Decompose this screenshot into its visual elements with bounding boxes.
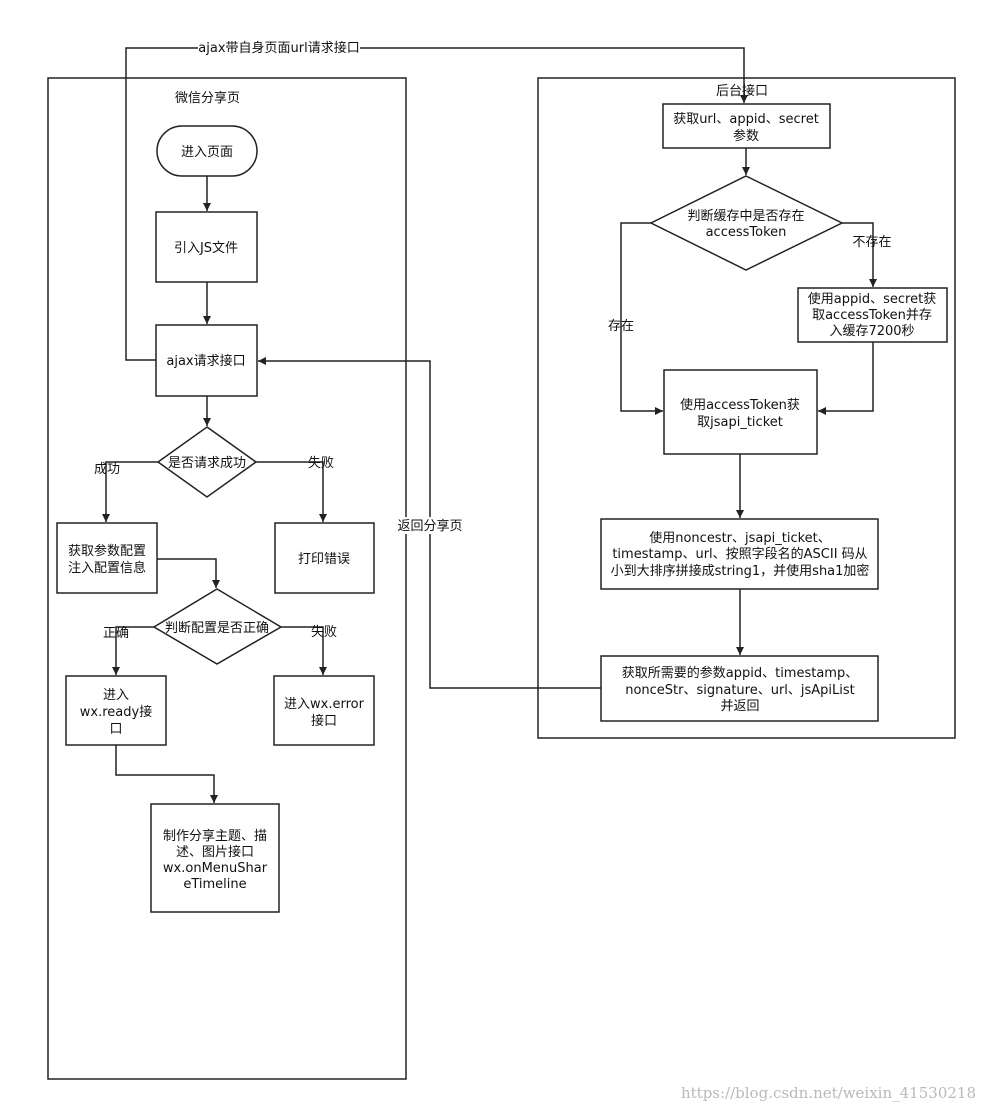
node-wx-error-line-1: 进入wx.error (284, 697, 365, 712)
edge-correct (112, 626, 154, 675)
node-ajax-request-label: ajax请求接口 (166, 353, 245, 369)
node-wx-error-line-2: 接口 (311, 713, 337, 729)
node-return-params-line-3: 并返回 (720, 699, 759, 714)
node-return-params-line-1: 获取所需要的参数appid、timestamp、 (622, 665, 858, 681)
node-sign-line-3: 小到大排序拼接成string1，并使用sha1加密 (611, 563, 870, 579)
node-ajax-request (155, 324, 258, 397)
label-fail-1: 失败 (308, 456, 334, 471)
label-ajax-url: ajax带自身页面url请求接口 (198, 40, 359, 56)
node-print-error-label: 打印错误 (298, 552, 350, 567)
node-wx-ready-line-2: wx.ready接 (80, 704, 152, 720)
label-success: 成功 (94, 462, 120, 477)
node-sign (600, 518, 879, 590)
watermark-url: https://blog.csdn.net/weixin_41530218 (681, 1084, 976, 1102)
node-sign-line-1: 使用noncestr、jsapi_ticket、 (649, 530, 831, 546)
decision-cache-check-line-1: 判断缓存中是否存在 (687, 209, 804, 224)
return-label-bg (395, 517, 465, 534)
backend-api-frame (537, 77, 956, 739)
wechat-share-page-frame (47, 77, 407, 1080)
edge-ajax-url-request (125, 47, 748, 361)
node-include-js (155, 211, 258, 283)
ajax-url-label-bg (198, 39, 360, 56)
edge-not-exist (842, 222, 877, 287)
decision-cache-check-line-2: accessToken (706, 225, 787, 240)
node-share-make-line-4: eTimeline (183, 877, 246, 892)
edge-params-to-config (157, 558, 220, 588)
node-get-params-line-2: 注入配置信息 (68, 560, 146, 576)
decision-request-ok (156, 426, 258, 498)
node-get-token-line-1: 使用appid、secret获 (808, 291, 936, 307)
node-sign-line-2: timestamp、url、按照字段名的ASCII 码从 (612, 546, 867, 562)
node-get-token-line-3: 入缓存7200秒 (829, 324, 914, 339)
backend-api-title: 后台接口 (716, 83, 768, 99)
node-wx-error (273, 675, 375, 746)
node-return-params (600, 655, 879, 722)
node-print-error (274, 522, 375, 594)
node-wx-ready (65, 675, 167, 746)
edge-ready-to-share (115, 745, 218, 803)
edge-success (102, 461, 158, 522)
edge-token-to-ticket (818, 342, 874, 415)
edge-exist (620, 222, 663, 415)
node-wx-ready-line-3: 口 (109, 722, 122, 737)
node-wx-ready-line-1: 进入 (103, 688, 129, 703)
node-share-make-line-1: 制作分享主题、描 (163, 828, 267, 844)
node-include-js-label: 引入JS文件 (174, 241, 238, 256)
node-enter-page-label: 进入页面 (181, 145, 233, 160)
node-get-url-line-2: 参数 (733, 128, 759, 144)
node-get-url-line-1: 获取url、appid、secret (673, 112, 819, 127)
node-get-params (56, 522, 158, 594)
decision-request-ok-label: 是否请求成功 (168, 456, 246, 471)
decision-cache-check (649, 175, 844, 271)
label-correct: 正确 (103, 626, 129, 641)
edge-fail-1 (256, 461, 327, 522)
wechat-share-page-title: 微信分享页 (175, 90, 240, 106)
node-get-token (797, 287, 948, 343)
node-get-token-line-2: 取accessToken并存 (812, 308, 932, 323)
label-not-exist: 不存在 (852, 235, 891, 250)
label-return-page: 返回分享页 (397, 518, 462, 534)
decision-config-ok (152, 588, 283, 665)
edge-fail-2 (281, 626, 327, 675)
node-share-make-line-3: wx.onMenuShar (163, 861, 268, 876)
node-share-make (150, 803, 280, 913)
node-get-ticket-line-2: 取jsapi_ticket (697, 415, 783, 430)
node-enter-page (156, 125, 258, 177)
label-fail-2: 失败 (311, 625, 337, 640)
node-get-ticket-line-1: 使用accessToken获 (680, 397, 800, 413)
node-share-make-line-2: 述、图片接口 (176, 844, 254, 860)
node-get-ticket (663, 369, 818, 455)
decision-config-ok-label: 判断配置是否正确 (165, 621, 269, 636)
node-get-url (662, 103, 831, 149)
node-get-params-line-1: 获取参数配置 (68, 543, 146, 559)
node-return-params-line-2: nonceStr、signature、url、jsApiList (625, 683, 855, 698)
label-exist: 存在 (608, 319, 634, 334)
